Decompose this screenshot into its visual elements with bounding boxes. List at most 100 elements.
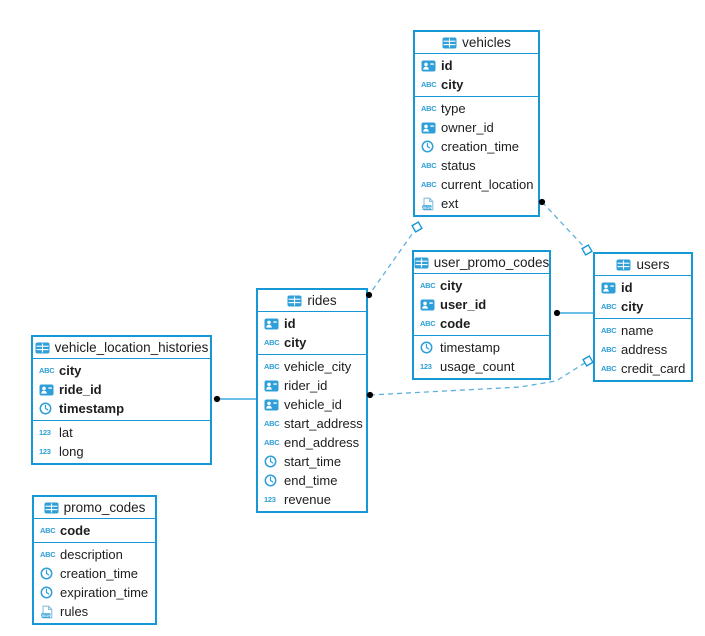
table-header[interactable]: vehicle_location_histories <box>33 337 210 359</box>
table-icon <box>616 259 631 271</box>
table-header[interactable]: user_promo_codes <box>414 252 549 274</box>
field-name: end_time <box>284 473 338 488</box>
table-header[interactable]: rides <box>258 290 366 312</box>
field-name: code <box>440 316 471 331</box>
field-name: type <box>441 101 466 116</box>
field-row-user_id[interactable]: user_id <box>414 295 549 314</box>
field-name: city <box>440 278 463 293</box>
field-row-id[interactable]: id <box>258 314 366 333</box>
relationship-diamond-endpoint <box>582 355 594 367</box>
field-name: timestamp <box>59 401 125 416</box>
table-header[interactable]: vehicles <box>415 32 538 54</box>
field-name: city <box>441 77 464 92</box>
field-row-id[interactable]: id <box>595 278 691 297</box>
table-title: vehicles <box>462 35 511 50</box>
relationship-vehicles-rides[interactable] <box>368 226 418 296</box>
number-123-icon: 123 <box>39 446 51 456</box>
field-row-expiration_time[interactable]: expiration_time <box>34 583 155 602</box>
field-name: vehicle_city <box>284 359 352 374</box>
field-row-lat[interactable]: 123 lat <box>33 423 210 442</box>
clock-icon <box>39 402 54 415</box>
field-row-end_time[interactable]: end_time <box>258 471 366 490</box>
field-row-id[interactable]: id <box>415 56 538 75</box>
field-name: name <box>621 323 654 338</box>
id-badge-icon <box>421 122 436 134</box>
field-name: city <box>284 335 307 350</box>
json-document-icon: JSON <box>421 197 436 211</box>
field-name: city <box>621 299 644 314</box>
relationship-vehicles-users[interactable] <box>541 201 588 251</box>
field-row-rider_id[interactable]: rider_id <box>258 376 366 395</box>
abc-text-icon: ABC <box>420 280 436 290</box>
id-badge-icon <box>421 60 436 72</box>
svg-text:JSON: JSON <box>41 613 52 617</box>
table-header[interactable]: promo_codes <box>34 497 155 519</box>
field-name: id <box>441 58 453 73</box>
field-row-owner_id[interactable]: owner_id <box>415 118 538 137</box>
relationship-rides-users[interactable] <box>369 360 589 396</box>
field-name: ride_id <box>59 382 102 397</box>
field-name: id <box>621 280 633 295</box>
field-row-creation_time[interactable]: creation_time <box>34 564 155 583</box>
field-row-city[interactable]: ABC city <box>414 276 549 295</box>
abc-text-icon: ABC <box>601 344 617 354</box>
table-header[interactable]: users <box>595 254 691 276</box>
field-row-ride_id[interactable]: ride_id <box>33 380 210 399</box>
field-row-creation_time[interactable]: creation_time <box>415 137 538 156</box>
abc-text-icon: ABC <box>264 361 280 371</box>
field-name: lat <box>59 425 73 440</box>
number-123-icon: 123 <box>39 427 51 437</box>
field-name: ext <box>441 196 459 211</box>
clock-icon <box>264 455 279 468</box>
svg-text:JSON: JSON <box>422 205 433 209</box>
field-name: status <box>441 158 476 173</box>
field-name: start_address <box>284 416 363 431</box>
abc-text-icon: ABC <box>421 79 437 89</box>
field-name: expiration_time <box>60 585 149 600</box>
abc-text-icon: ABC <box>601 363 617 373</box>
table-icon <box>44 502 59 514</box>
id-badge-icon <box>264 399 279 411</box>
field-row-timestamp[interactable]: timestamp <box>414 338 549 357</box>
field-row-city[interactable]: ABC city <box>415 75 538 94</box>
field-row-start_time[interactable]: start_time <box>258 452 366 471</box>
field-row-timestamp[interactable]: timestamp <box>33 399 210 418</box>
field-row-vehicle_city[interactable]: ABC vehicle_city <box>258 357 366 376</box>
field-row-vehicle_id[interactable]: vehicle_id <box>258 395 366 414</box>
field-row-ext[interactable]: JSON ext <box>415 194 538 213</box>
field-name: code <box>60 523 91 538</box>
field-name: current_location <box>441 177 534 192</box>
